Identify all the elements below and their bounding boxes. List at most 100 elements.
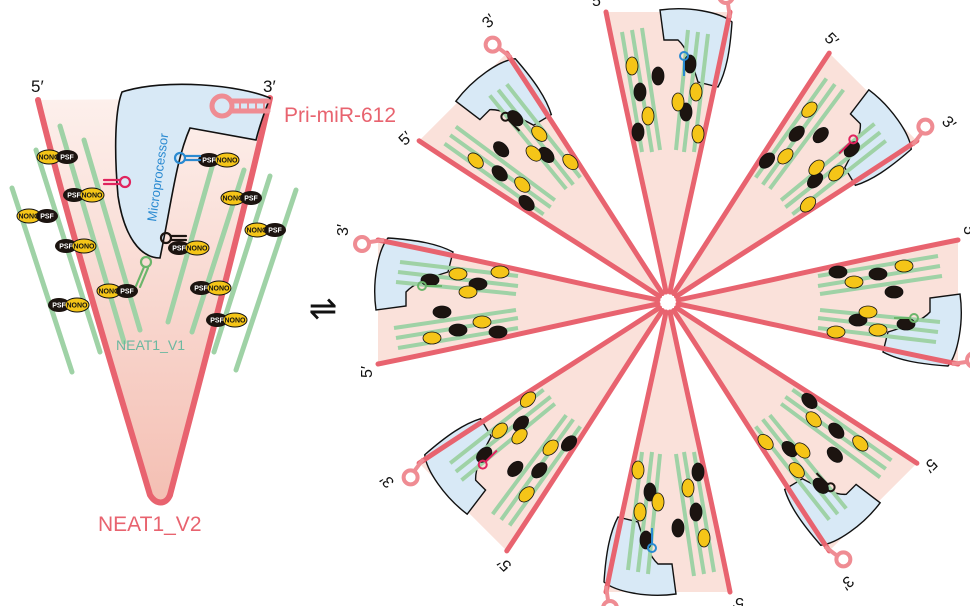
- paraspeckle-rosette: 5′3′5′3′5′3′5′3′5′3′5′3′5′3′5′3′: [335, 0, 970, 606]
- left-three-prime-label: 3′: [263, 77, 276, 96]
- nono-label: NONO: [209, 286, 231, 293]
- rosette-neat1-v2-strand: [675, 301, 961, 367]
- psf-protein: [781, 441, 798, 458]
- nono-protein: [788, 462, 805, 479]
- equilibrium-arrows-icon: ⇌: [309, 290, 338, 328]
- nono-protein: [625, 56, 639, 76]
- nono-protein: [681, 478, 695, 498]
- nono-protein: [808, 159, 825, 176]
- left-five-prime-label: 5′: [31, 77, 44, 96]
- psf-protein: [651, 66, 665, 86]
- nono-label: NONO: [82, 193, 104, 200]
- psf-label: PSF: [244, 196, 258, 203]
- rosette-neat1-v2-strand: [504, 50, 665, 297]
- rosette-neat1-v2-strand: [375, 237, 661, 303]
- nono-protein: [458, 285, 478, 299]
- microprocessor-complex: [114, 83, 272, 259]
- pri-mir-hairpin-icon: [483, 35, 513, 59]
- nono-protein: [794, 442, 811, 459]
- hairpin-icon: [838, 134, 859, 155]
- nono-protein: [828, 165, 845, 182]
- nono-protein: [651, 492, 665, 512]
- psf-protein: [812, 127, 829, 144]
- rosette-unit: 5′3′: [592, 0, 735, 295]
- nono-protein: [641, 106, 655, 126]
- neat1-v2-left-strand: [35, 97, 173, 506]
- psf-label: PSF: [120, 289, 134, 296]
- neat1-v2-right-strand: [167, 95, 273, 498]
- psf-protein: [512, 415, 529, 432]
- nono-protein: [858, 305, 878, 319]
- psf-protein: [518, 194, 535, 212]
- nono-protein: [777, 148, 794, 165]
- hairpin-icon: [500, 111, 521, 132]
- psf-label: PSF: [59, 244, 73, 251]
- nono-protein: [844, 275, 864, 289]
- rosette-neat1-v2-strand: [416, 138, 663, 299]
- nono-protein: [511, 428, 528, 445]
- nono-protein: [633, 502, 647, 522]
- rosette-five-prime-label: 5′: [821, 30, 841, 50]
- nono-protein: [467, 152, 484, 169]
- pri-mir-hairpin-icon: [911, 117, 935, 147]
- nono-label: NONO: [99, 289, 121, 296]
- neat1-v1-label: NEAT1_V1: [116, 337, 185, 353]
- rosette-unit: 5′3′: [396, 11, 665, 299]
- nono-protein: [801, 101, 818, 118]
- nono-protein: [490, 265, 510, 279]
- hairpin-icon: [894, 313, 919, 323]
- rosette-three-prime-label: 3′: [377, 470, 397, 490]
- nono-protein: [691, 124, 705, 144]
- psf-protein: [671, 518, 685, 538]
- nono-protein: [514, 176, 531, 193]
- hairpin-black-icon: [159, 231, 188, 245]
- rosette-unit: 5′3′: [675, 226, 970, 369]
- rosette-five-prime-label: 5′: [396, 129, 416, 149]
- hairpin-green-icon: [134, 255, 153, 289]
- rosette-neat1-v2-strand: [675, 237, 961, 303]
- psf-label: PSF: [52, 303, 66, 310]
- neat1-v2-label: NEAT1_V2: [98, 513, 202, 536]
- psf-protein: [896, 317, 916, 331]
- rosette-unit: 5′3′: [601, 309, 744, 606]
- psf-protein: [826, 446, 843, 463]
- psf-protein: [828, 265, 848, 279]
- pri-mir-hairpin-icon: [951, 351, 970, 369]
- psf-label: PSF: [194, 286, 208, 293]
- nono-protein: [689, 82, 703, 102]
- rosette-three-prime-label: 3′: [335, 224, 352, 236]
- nono-protein: [542, 439, 559, 456]
- psf-protein: [538, 146, 555, 163]
- psf-protein: [828, 422, 845, 439]
- hairpin-icon: [417, 281, 442, 291]
- rosette-neat1-v2-strand: [603, 309, 669, 595]
- nono-protein: [422, 331, 442, 345]
- rosette-unit: 5′3′: [671, 305, 940, 593]
- rosette-five-prime-label: 5′: [495, 554, 515, 574]
- nono-label: NONO: [39, 155, 61, 162]
- psf-protein: [420, 273, 440, 287]
- nono-label: NONO: [19, 214, 41, 221]
- psf-protein: [884, 285, 904, 299]
- pri-mir-612-label: Pri-miR-612: [284, 104, 396, 127]
- nono-protein: [562, 153, 579, 171]
- rosette-neat1-v2-strand: [671, 50, 832, 297]
- nono-protein: [697, 528, 711, 548]
- rosette-five-prime-label: 5′: [592, 0, 604, 10]
- psf-protein: [691, 462, 705, 482]
- rosette-neat1-v2-strand: [416, 305, 663, 466]
- rosette-five-prime-label: 5′: [920, 455, 940, 475]
- rosette-five-prime-label: 5′: [732, 594, 744, 606]
- rosette-neat1-v2-strand: [671, 307, 832, 554]
- psf-protein: [801, 392, 818, 410]
- psf-label: PSF: [60, 155, 74, 162]
- nono-protein: [826, 325, 846, 339]
- rosette-unit: 5′3′: [335, 224, 661, 378]
- psf-label: PSF: [40, 214, 54, 221]
- nono-label: NONO: [223, 196, 245, 203]
- nono-label: NONO: [247, 228, 269, 235]
- rosette-neat1-v2-strand: [673, 305, 920, 466]
- nono-protein: [894, 259, 914, 273]
- left-hairpins: [102, 151, 202, 289]
